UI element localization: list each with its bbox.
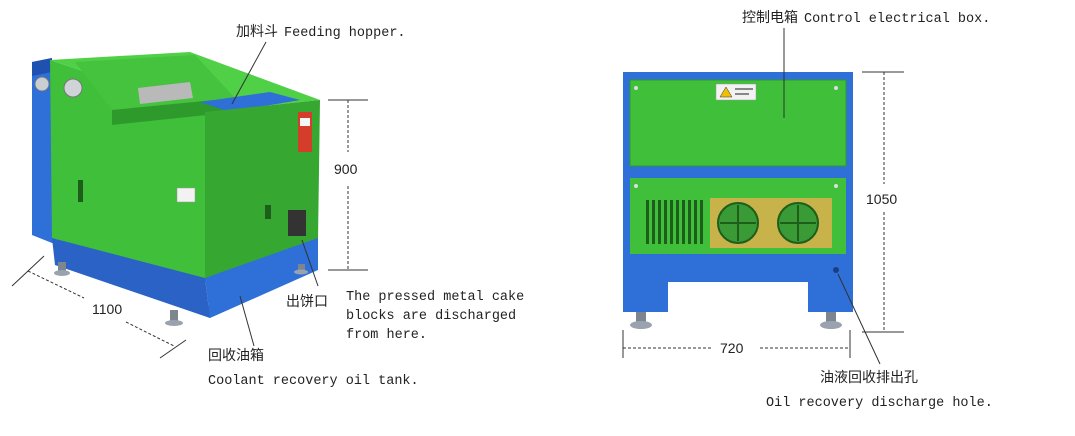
warning-sticker: [176, 187, 196, 203]
length-1100-label: 1100: [92, 301, 122, 317]
control-box-annotation: 控制电箱 Control electrical box.: [742, 10, 990, 118]
hopper-opening: [200, 92, 300, 112]
feeding-hopper-en: Feeding hopper.: [284, 26, 406, 41]
cake-outlet-en-line1: The pressed metal cake: [346, 290, 524, 305]
left-side-panel: [205, 100, 320, 282]
oil-discharge-hole: [833, 267, 839, 273]
cake-outlet-opening: [288, 210, 306, 236]
height-1050-dimension: 1050: [862, 71, 904, 333]
left-feet: [54, 262, 308, 326]
feeding-hopper-cn: 加料斗: [236, 24, 278, 40]
nameplate: [138, 82, 193, 104]
length-1100-dimension: 1100: [11, 255, 187, 359]
right-machine: [623, 72, 853, 329]
height-1050-label: 1050: [866, 191, 897, 207]
oil-tank-cn: 回收油箱: [208, 348, 264, 364]
discharge-hole-annotation: 油液回收排出孔 Oil recovery discharge hole.: [766, 273, 993, 411]
cake-outlet-cn: 出饼口: [286, 294, 328, 310]
door-handle: [78, 180, 83, 202]
coolant-oil-tank: [205, 238, 318, 318]
cake-outlet-annotation: 出饼口 The pressed metal cake blocks are di…: [286, 239, 524, 343]
cake-outlet-en-line2: blocks are discharged: [346, 309, 516, 324]
discharge-hole-cn: 油液回收排出孔: [820, 370, 918, 386]
width-720-label: 720: [720, 340, 744, 356]
control-box-cn: 控制电箱: [742, 10, 798, 26]
vent-grille: [646, 200, 703, 244]
width-720-dimension: 720: [622, 330, 851, 358]
control-box-en: Control electrical box.: [804, 12, 990, 27]
height-900-label: 900: [334, 161, 358, 177]
oil-tank-en: Coolant recovery oil tank.: [208, 374, 419, 389]
fan-cap: [63, 78, 83, 98]
cooling-fans: [710, 198, 832, 248]
cake-outlet-en-line3: from here.: [346, 328, 427, 343]
feeding-hopper-housing: [75, 55, 235, 110]
discharge-hole-en: Oil recovery discharge hole.: [766, 396, 993, 411]
electrical-warning-label: [715, 83, 757, 101]
left-machine: [32, 52, 320, 326]
right-feet: [630, 312, 842, 329]
feeding-hopper-annotation: 加料斗 Feeding hopper.: [231, 24, 406, 105]
height-900-dimension: 900: [328, 99, 368, 271]
oil-tank-annotation: 回收油箱 Coolant recovery oil tank.: [208, 295, 419, 389]
